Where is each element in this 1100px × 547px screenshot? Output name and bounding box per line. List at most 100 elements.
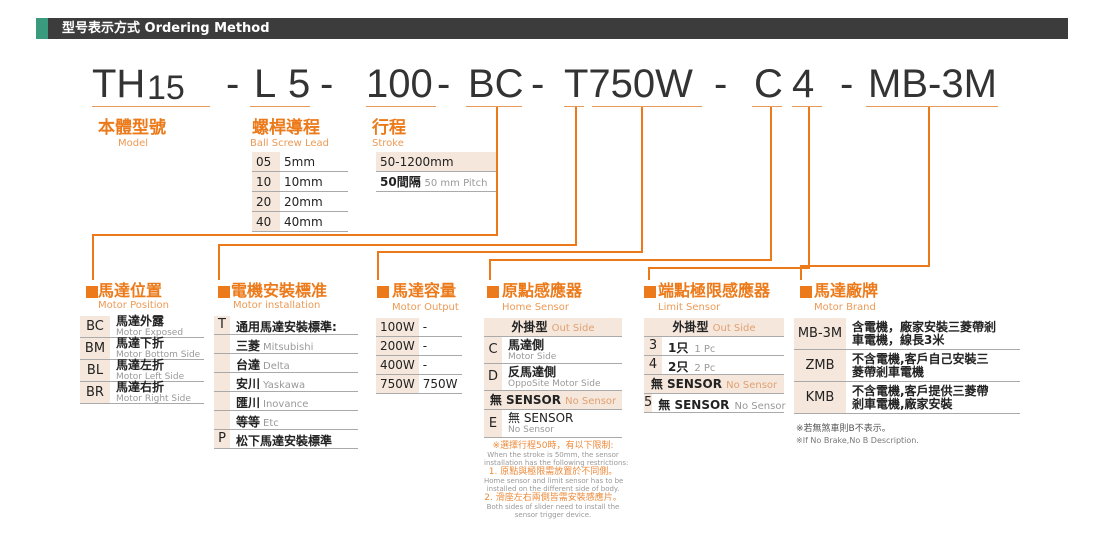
home-title: 原點感應器 xyxy=(502,281,583,300)
lead-value: 10mm xyxy=(280,171,348,192)
home-none-en: No Sensor xyxy=(565,396,617,407)
section-header-bar xyxy=(36,18,1068,39)
installation-code xyxy=(214,354,230,372)
brand-text: 含電機，廠家安裝三菱帶剎車電機，線長3米 xyxy=(846,319,997,347)
code-installation-output: T750W xyxy=(564,62,693,106)
underline-output xyxy=(592,106,702,107)
home-code: C xyxy=(484,337,502,363)
installation-zh: 三菱 xyxy=(236,338,261,353)
lead-code: 05 xyxy=(252,152,280,172)
installation-zh: 台達 xyxy=(236,357,261,372)
output-model: - xyxy=(418,355,462,375)
home-outside-header: 外掛型 Out Side xyxy=(484,318,622,337)
connector-limit-v xyxy=(808,107,810,269)
code-size: 15 xyxy=(147,69,185,107)
code-dash: - xyxy=(226,62,240,106)
installation-zh: 安川 xyxy=(236,376,261,391)
model-label: 本體型號 xyxy=(98,118,166,138)
position-zh: 馬達右折 xyxy=(116,380,165,394)
code-position: BC xyxy=(468,62,524,106)
home-note-line: 2. 滑座左右兩側皆需安裝感應片。 xyxy=(484,493,622,503)
model-label-en: Model xyxy=(118,138,149,149)
position-code: BM xyxy=(80,338,110,359)
limit-outside-zh: 外掛型 xyxy=(672,320,709,334)
brand-line1: 不含電機,客戶提供三菱帶 xyxy=(852,383,989,398)
code-stroke: 100 xyxy=(366,62,433,106)
code-dash: - xyxy=(714,62,728,106)
stroke-range: 50-1200mm xyxy=(376,152,496,172)
limit-title-en: Limit Sensor xyxy=(658,302,721,313)
connector-output-v xyxy=(641,107,643,253)
limit-zh: 1只 xyxy=(668,340,689,355)
home-outside-en: Out Side xyxy=(551,323,595,334)
limit-five-code: 5 xyxy=(644,394,653,412)
installation-en: Inovance xyxy=(263,398,309,410)
installation-text: 松下馬達安裝標準 xyxy=(230,430,335,449)
code-brand: MB-3M xyxy=(868,62,997,106)
brand-title: 馬達廠牌 xyxy=(814,281,879,300)
home-en: OppoSite Motor Side xyxy=(508,378,601,389)
connector-limit-h xyxy=(648,267,810,269)
installation-title: 電機安裝標准 xyxy=(231,281,328,300)
code-dash: - xyxy=(840,62,854,106)
installation-code xyxy=(214,335,230,353)
installation-zh: 等等 xyxy=(236,414,261,429)
limit-zh: 2只 xyxy=(668,359,689,374)
home-e-code: E xyxy=(484,410,502,437)
brand-line2: 車電機，線長3米 xyxy=(852,332,945,347)
code-dash: - xyxy=(320,62,334,106)
lead-code: 10 xyxy=(252,171,280,192)
home-code: D xyxy=(484,364,502,390)
installation-en: Yaskawa xyxy=(263,379,306,391)
connector-home-drop xyxy=(489,259,491,280)
position-code: BC xyxy=(80,316,110,337)
position-en: Motor Bottom Side xyxy=(116,350,201,360)
limit-en: 1 Pc xyxy=(694,343,716,355)
installation-zh: 通用馬達安裝標準: xyxy=(236,319,337,334)
position-code: BL xyxy=(80,360,110,381)
connector-installation-drop xyxy=(218,244,220,280)
connector-output-drop xyxy=(377,251,379,280)
brand-line1: 含電機，廠家安裝三菱帶剎 xyxy=(852,319,997,334)
underline-installation xyxy=(564,106,584,107)
lead-code: 20 xyxy=(252,191,280,212)
lead-value: 20mm xyxy=(280,191,348,212)
limit-marker xyxy=(644,286,656,298)
position-zh: 馬達下折 xyxy=(116,336,165,350)
underline-model xyxy=(92,106,210,107)
lead-label: 螺桿導程 xyxy=(252,118,320,138)
code-dash: - xyxy=(437,62,451,106)
home-note-line: Home sensor and limit sensor has to be xyxy=(484,477,624,485)
home-outside-zh: 外掛型 xyxy=(511,320,548,334)
limit-none-en: No Sensor xyxy=(726,380,778,391)
position-en: Motor Left Side xyxy=(116,372,185,382)
underline-stroke xyxy=(366,106,436,107)
limit-code: 3 xyxy=(644,337,662,355)
home-note-line: sensor trigger device. xyxy=(514,511,592,519)
brand-note-en: ※If No Brake,No B Description. xyxy=(796,436,919,445)
home-note-line: installed on the different side of body. xyxy=(486,485,620,493)
installation-en: Delta xyxy=(263,360,290,372)
lead-code: 40 xyxy=(252,211,280,232)
